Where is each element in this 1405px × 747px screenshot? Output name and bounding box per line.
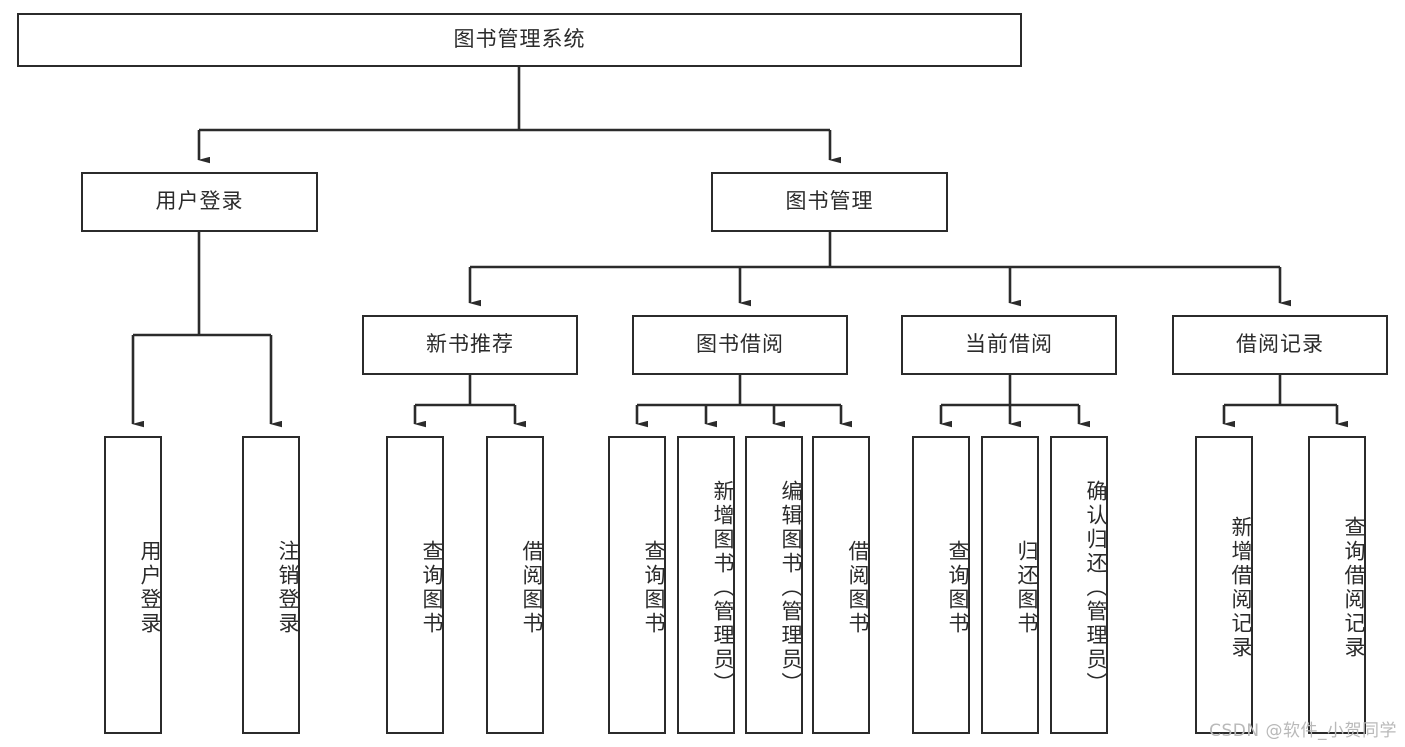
node-leaf-confirm-return-admin[interactable]: 确认归还（管理员） (1050, 436, 1108, 734)
node-leaf-search-book-current[interactable]: 查询图书 (912, 436, 970, 734)
node-user-login[interactable]: 用户登录 (81, 172, 318, 232)
node-leaf-borrow-book-newbook-label: 借阅图书 (520, 540, 544, 636)
node-current-borrow[interactable]: 当前借阅 (901, 315, 1117, 375)
node-leaf-add-borrow-record[interactable]: 新增借阅记录 (1195, 436, 1253, 734)
node-borrow-record-label: 借阅记录 (1236, 332, 1324, 357)
node-leaf-search-book-borrow[interactable]: 查询图书 (608, 436, 666, 734)
node-leaf-borrow-book-label: 借阅图书 (846, 540, 870, 636)
node-book-management-label: 图书管理 (785, 189, 874, 214)
node-current-borrow-label: 当前借阅 (965, 332, 1053, 357)
node-leaf-edit-book-admin-label: 编辑图书（管理员） (779, 480, 803, 696)
node-leaf-borrow-book-newbook[interactable]: 借阅图书 (486, 436, 544, 734)
node-new-book-recommend-label: 新书推荐 (426, 332, 514, 357)
node-leaf-logout[interactable]: 注销登录 (242, 436, 300, 734)
node-leaf-return-book[interactable]: 归还图书 (981, 436, 1039, 734)
node-leaf-add-book-admin[interactable]: 新增图书（管理员） (677, 436, 735, 734)
node-leaf-search-book-newbook-label: 查询图书 (420, 540, 444, 636)
node-leaf-confirm-return-admin-label: 确认归还（管理员） (1084, 480, 1108, 696)
node-leaf-search-borrow-record-label: 查询借阅记录 (1342, 516, 1366, 660)
node-book-management[interactable]: 图书管理 (711, 172, 948, 232)
node-leaf-user-login[interactable]: 用户登录 (104, 436, 162, 734)
node-leaf-add-borrow-record-label: 新增借阅记录 (1229, 516, 1253, 660)
node-book-borrow-label: 图书借阅 (696, 332, 784, 357)
node-leaf-search-book-newbook[interactable]: 查询图书 (386, 436, 444, 734)
node-root-label: 图书管理系统 (453, 27, 586, 52)
node-leaf-add-book-admin-label: 新增图书（管理员） (711, 480, 735, 696)
csdn-watermark: CSDN @软件_小贺同学 (1209, 721, 1397, 741)
node-leaf-search-book-borrow-label: 查询图书 (642, 540, 666, 636)
node-leaf-logout-label: 注销登录 (276, 540, 300, 636)
node-new-book-recommend[interactable]: 新书推荐 (362, 315, 578, 375)
node-leaf-return-book-label: 归还图书 (1015, 540, 1039, 636)
node-book-borrow[interactable]: 图书借阅 (632, 315, 848, 375)
node-user-login-label: 用户登录 (155, 189, 244, 214)
node-leaf-borrow-book[interactable]: 借阅图书 (812, 436, 870, 734)
node-leaf-edit-book-admin[interactable]: 编辑图书（管理员） (745, 436, 803, 734)
node-root[interactable]: 图书管理系统 (17, 13, 1022, 67)
node-leaf-user-login-label: 用户登录 (138, 540, 162, 636)
node-leaf-search-borrow-record[interactable]: 查询借阅记录 (1308, 436, 1366, 734)
node-borrow-record[interactable]: 借阅记录 (1172, 315, 1388, 375)
node-leaf-search-book-current-label: 查询图书 (946, 540, 970, 636)
